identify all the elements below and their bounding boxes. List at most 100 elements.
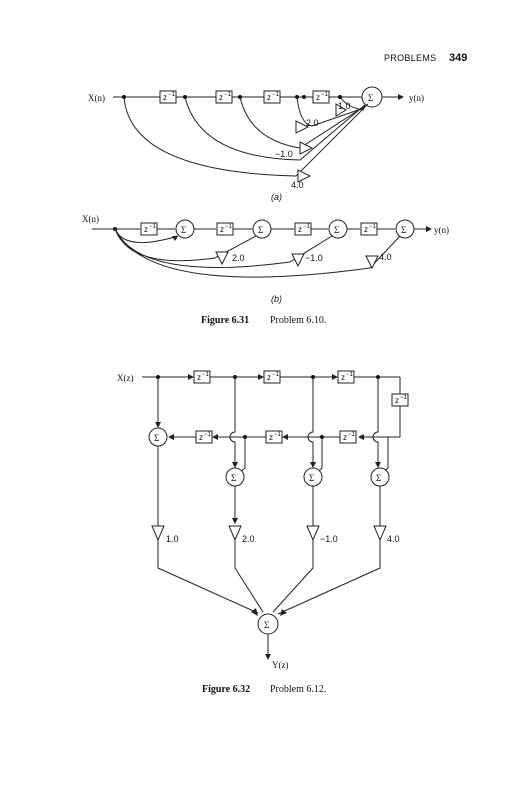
fig-632-summer-2: Σ	[303, 467, 323, 487]
fig-632-delay-top-1: z −1	[193, 370, 211, 384]
fig-b-delay-2: z −1	[216, 222, 234, 236]
fig-b-summer-2: Σ	[252, 219, 272, 239]
svg-text:−1.0: −1.0	[320, 534, 338, 544]
fig-b-delay-3: z −1	[294, 222, 312, 236]
fig-a-gain-4: 4.0	[291, 169, 312, 190]
svg-text:z: z	[267, 373, 271, 382]
header-page-number: 349	[449, 52, 467, 64]
svg-text:−1: −1	[321, 92, 329, 98]
fig-b-output-label: y(n)	[434, 225, 449, 235]
svg-text:−1: −1	[400, 395, 408, 401]
svg-text:Σ: Σ	[264, 620, 269, 630]
svg-text:z: z	[395, 396, 399, 405]
fig-632-delay-right: z −1	[391, 393, 409, 407]
fig-a-delay-2: z −1	[215, 90, 233, 104]
fig-632-delay-bottom-1: z −1	[195, 430, 213, 444]
fig-632-gain-1: 1.0	[151, 525, 179, 544]
svg-text:z: z	[269, 433, 273, 442]
svg-text:−1: −1	[225, 224, 233, 230]
fig-632-input-label: X(z)	[117, 373, 134, 383]
fig-b-summer-4: Σ	[395, 219, 415, 239]
svg-text:z: z	[220, 225, 224, 234]
svg-text:−1.0: −1.0	[275, 149, 293, 159]
svg-text:Σ: Σ	[154, 433, 159, 443]
svg-text:−1: −1	[204, 432, 212, 438]
svg-text:−1: −1	[202, 372, 210, 378]
svg-text:z: z	[298, 225, 302, 234]
svg-text:−1: −1	[272, 92, 280, 98]
fig-a-gain-1: 1.0	[335, 101, 351, 117]
svg-text:2.0: 2.0	[232, 253, 245, 263]
fig-a-input-label: X(n)	[88, 93, 105, 103]
fig-b-gain-1: 2.0	[215, 251, 245, 266]
svg-text:−1: −1	[168, 92, 176, 98]
fig-632-summer-out: Σ	[257, 613, 279, 635]
fig-632-output-label: Y(z)	[272, 660, 289, 670]
svg-text:Σ: Σ	[231, 473, 236, 483]
svg-text:Σ: Σ	[258, 225, 263, 235]
svg-text:−1: −1	[149, 224, 157, 230]
svg-text:1.0: 1.0	[338, 101, 351, 111]
svg-text:Σ: Σ	[368, 93, 373, 103]
fig-b-gain-3: 4.0	[365, 252, 392, 270]
header-section-title: PROBLEMS	[384, 53, 436, 63]
caption-6-31-text: Problem 6.10.	[270, 315, 326, 326]
svg-text:z: z	[267, 93, 271, 102]
figure-6-31b: X(n) z −1 Σ z −1 Σ z −1	[82, 214, 449, 304]
svg-text:−1: −1	[346, 372, 354, 378]
fig-632-delay-top-3: z −1	[337, 370, 355, 384]
fig-b-summer-3: Σ	[328, 219, 348, 239]
svg-text:Σ: Σ	[309, 473, 314, 483]
figure-6-31a: X(n) z −1 z −1 z −1 z −1 Σ	[88, 86, 424, 202]
svg-text:−1: −1	[369, 224, 377, 230]
svg-text:−1: −1	[274, 432, 282, 438]
fig-632-gain-3: −1.0	[306, 525, 338, 544]
svg-text:z: z	[197, 373, 201, 382]
svg-text:Σ: Σ	[181, 225, 186, 235]
svg-text:−1: −1	[272, 372, 280, 378]
svg-text:z: z	[219, 93, 223, 102]
svg-text:z: z	[343, 433, 347, 442]
fig-a-gain-3: −1.0	[275, 141, 314, 159]
svg-text:z: z	[364, 225, 368, 234]
svg-text:Σ: Σ	[334, 225, 339, 235]
fig-a-summer: Σ	[361, 86, 383, 108]
fig-b-sublabel: (b)	[271, 294, 282, 304]
fig-b-delay-4: z −1	[360, 222, 378, 236]
fig-a-delay-3: z −1	[263, 90, 281, 104]
fig-632-delay-bottom-3: z −1	[339, 430, 357, 444]
svg-text:2.0: 2.0	[306, 118, 319, 128]
svg-text:Σ: Σ	[376, 473, 381, 483]
fig-632-delay-bottom-2: z −1	[265, 430, 283, 444]
svg-text:−1: −1	[303, 224, 311, 230]
svg-text:z: z	[341, 373, 345, 382]
svg-text:1.0: 1.0	[166, 534, 179, 544]
svg-text:z: z	[163, 93, 167, 102]
fig-a-delay-1: z −1	[159, 90, 177, 104]
svg-text:4.0: 4.0	[387, 534, 400, 544]
fig-a-output-label: y(n)	[409, 93, 424, 103]
fig-632-gain-4: 4.0	[373, 525, 400, 544]
svg-text:−1.0: −1.0	[305, 253, 323, 263]
caption-6-32-label: Figure 6.32	[202, 684, 250, 695]
fig-632-gain-2: 2.0	[228, 525, 255, 544]
fig-b-delay-1: z −1	[140, 222, 158, 236]
svg-text:z: z	[199, 433, 203, 442]
svg-text:−1: −1	[224, 92, 232, 98]
svg-text:z: z	[316, 93, 320, 102]
fig-632-summer-left: Σ	[148, 427, 168, 447]
fig-b-summer-1: Σ	[175, 219, 195, 239]
fig-a-sublabel: (a)	[271, 192, 282, 202]
svg-text:z: z	[144, 225, 148, 234]
fig-b-input-label: X(n)	[82, 214, 99, 224]
fig-632-summer-3: Σ	[370, 467, 390, 487]
fig-a-delay-4: z −1	[312, 90, 330, 104]
svg-text:4.0: 4.0	[291, 180, 304, 190]
figure-6-32: X(z) z −1 z −1 z −1 z	[117, 370, 409, 670]
caption-6-32-text: Problem 6.12.	[270, 684, 326, 695]
svg-text:Σ: Σ	[401, 225, 406, 235]
svg-text:2.0: 2.0	[242, 534, 255, 544]
fig-b-gain-2: −1.0	[291, 253, 323, 268]
